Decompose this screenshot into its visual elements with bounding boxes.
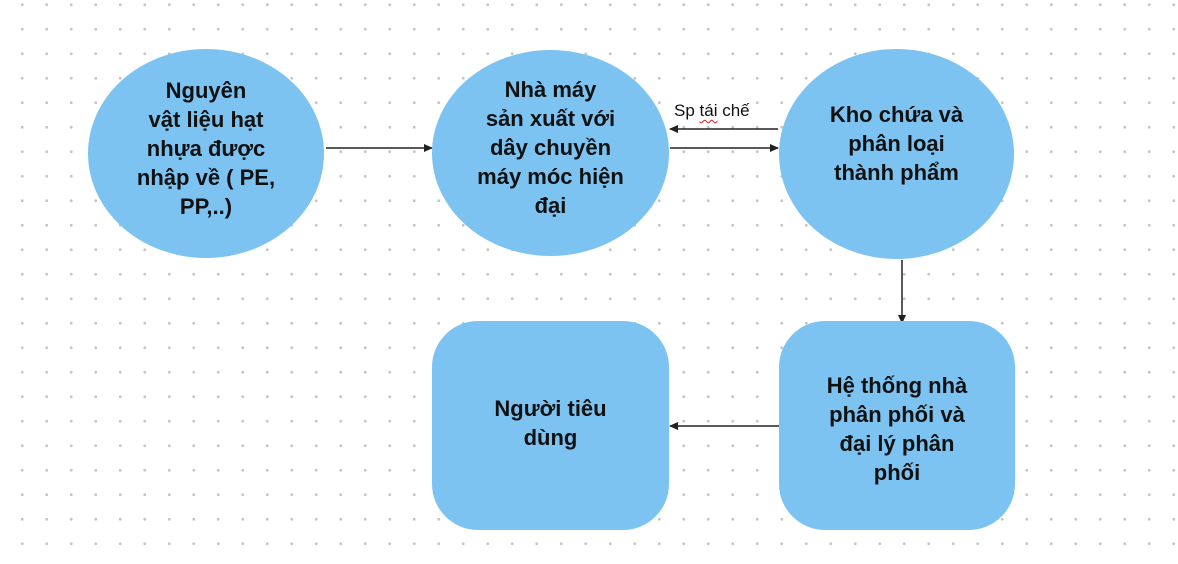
node-consumer[interactable]: Người tiêu dùng <box>432 321 669 530</box>
recycle-label-suffix: chế <box>717 101 750 120</box>
node-factory[interactable]: Nhà máy sản xuất với dây chuyền máy móc … <box>432 50 669 256</box>
recycle-label-spellcheck-word: tái <box>699 101 718 120</box>
node-warehouse-label: Kho chứa và phân loại thành phẩm <box>829 101 964 185</box>
node-warehouse[interactable]: Kho chứa và phân loại thành phẩm <box>779 49 1014 259</box>
recycle-edge-label: Sp tái chế <box>672 101 752 121</box>
node-factory-label: Nhà máy sản xuất với dây chuyền máy móc … <box>477 76 624 218</box>
node-distribution[interactable]: Hệ thống nhà phân phối và đại lý phân ph… <box>779 321 1015 530</box>
recycle-label-prefix: Sp <box>674 101 700 120</box>
node-consumer-label: Người tiêu dùng <box>494 395 607 450</box>
node-raw-material[interactable]: Nguyên vật liệu hạt nhựa được nhập về ( … <box>88 49 324 258</box>
node-raw-material-label: Nguyên vật liệu hạt nhựa được nhập về ( … <box>136 78 276 219</box>
node-distribution-label: Hệ thống nhà phân phối và đại lý phân ph… <box>826 372 968 485</box>
